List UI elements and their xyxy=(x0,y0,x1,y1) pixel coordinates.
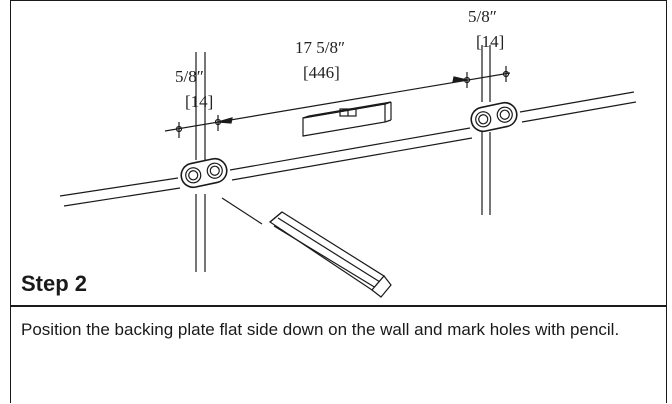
right-dimension-fraction: 5/8″ xyxy=(468,7,497,26)
frame-top-border xyxy=(10,0,667,1)
dimension-line xyxy=(164,66,511,138)
step-heading: Step 2 xyxy=(21,271,88,296)
center-dimension-mm: [446] xyxy=(303,63,340,82)
left-dimension-mm: [14] xyxy=(185,92,213,111)
right-backing-plate xyxy=(470,101,518,133)
left-stud-lines xyxy=(195,52,206,272)
pencil-pointer-line xyxy=(221,197,263,225)
right-stud-lines xyxy=(481,45,491,215)
center-dimension-fraction: 17 5/8″ xyxy=(295,38,345,57)
step-description: Position the backing plate flat side dow… xyxy=(21,320,620,339)
right-dimension-mm: [14] xyxy=(476,32,504,51)
bubble-level-tool xyxy=(302,101,392,137)
left-dimension-fraction: 5/8″ xyxy=(175,67,204,86)
left-backing-plate xyxy=(180,157,228,189)
instruction-panel-frame xyxy=(10,0,667,403)
section-divider xyxy=(10,305,667,307)
wall-horizontal-lines xyxy=(59,91,637,207)
pencil-tool xyxy=(268,211,392,298)
